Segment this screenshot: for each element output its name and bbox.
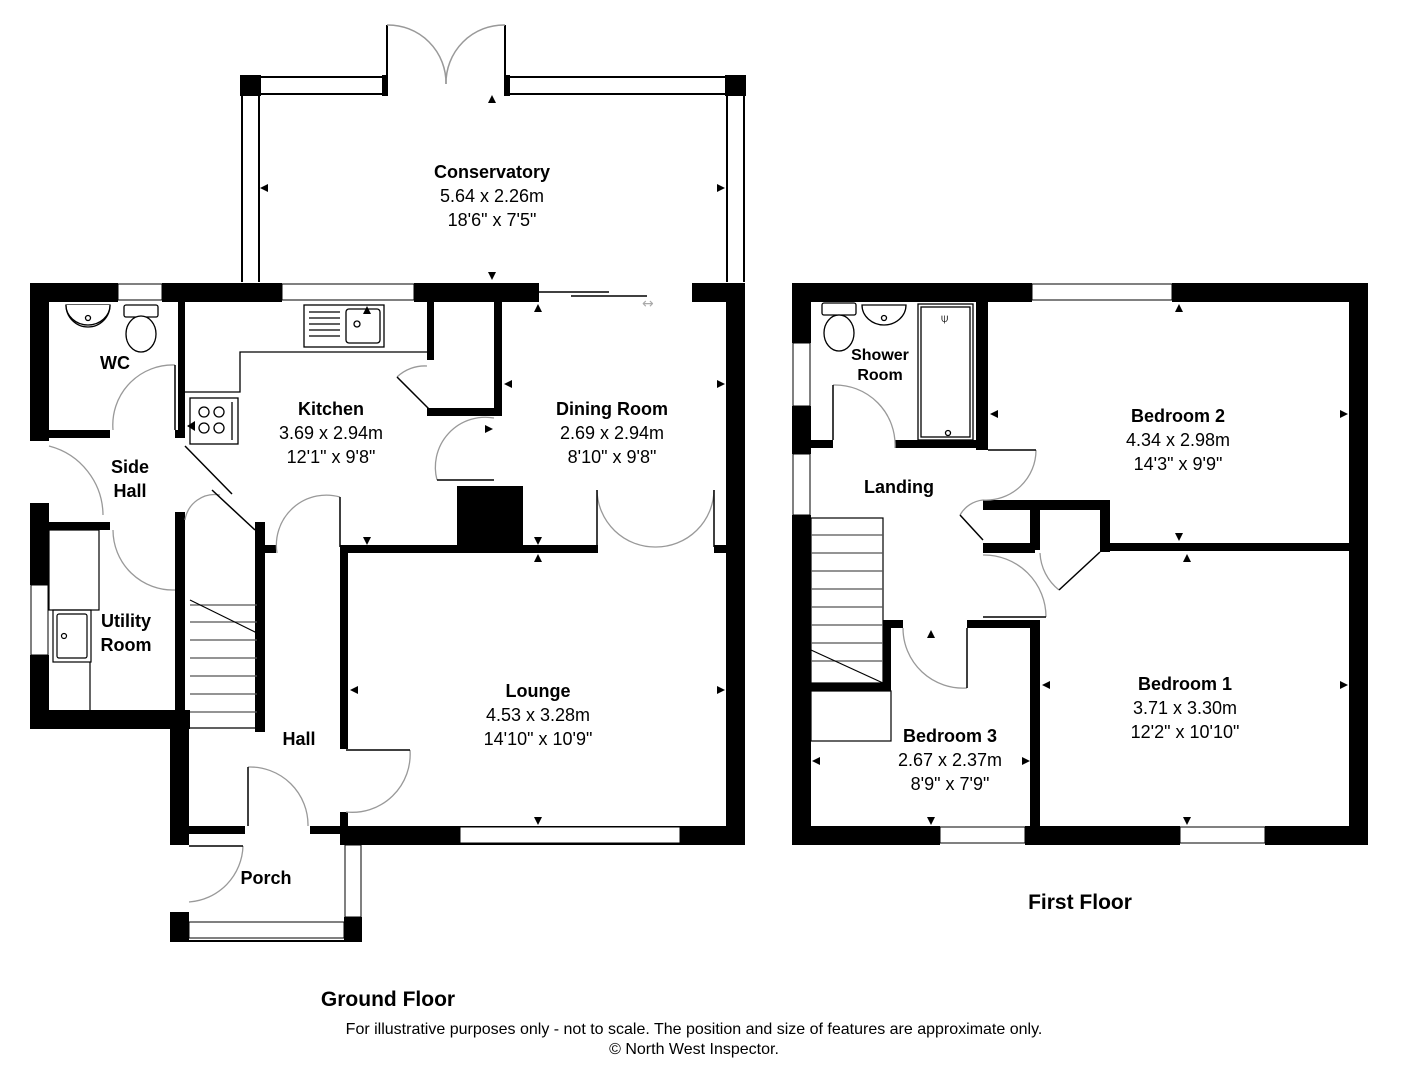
room-label-side-hall: Side Hall	[111, 455, 149, 503]
room-dimensions-imperial: 14'3" x 9'9"	[1133, 454, 1223, 474]
sliding-door-arrow-icon: ↔	[642, 296, 654, 312]
room-name-line2: Hall	[113, 481, 147, 501]
ground-floor-dimension-arrows	[187, 95, 725, 825]
ground-floor-door-arcs	[48, 364, 715, 903]
room-name-line1: Side	[110, 457, 150, 477]
porch-walls	[170, 832, 362, 942]
kitchen-counters	[185, 304, 427, 445]
first-floor-dimension-arrows	[812, 304, 1348, 825]
room-dimensions-imperial: 14'10" x 10'9"	[483, 729, 593, 749]
first-floor-door-arcs	[832, 384, 1060, 689]
ground-floor-plan: ↔	[30, 24, 746, 942]
room-name: Bedroom 3	[902, 726, 998, 746]
room-name: Porch	[240, 868, 292, 888]
room-name: Bedroom 2	[1130, 406, 1226, 426]
wc-fixtures	[65, 304, 159, 353]
room-name-line1: Shower	[851, 347, 909, 364]
room-label-utility-room: Utility Room	[101, 609, 152, 657]
ground-floor-stairs	[189, 599, 258, 729]
disclaimer-text: For illustrative purposes only - not to …	[345, 1021, 1043, 1038]
room-label-shower-room: Shower Room	[851, 346, 909, 386]
room-name-line1: Utility	[100, 611, 151, 631]
room-label-landing: Landing	[864, 475, 934, 499]
room-label-dining-room: Dining Room 2.69 x 2.94m 8'10" x 9'8"	[556, 397, 668, 469]
room-dimensions-metric: 5.64 x 2.26m	[439, 186, 545, 206]
room-name: Conservatory	[433, 162, 551, 182]
room-name: Bedroom 1	[1137, 674, 1233, 694]
room-dimensions-imperial: 12'2" x 10'10"	[1130, 722, 1240, 742]
room-dimensions-imperial: 8'9" x 7'9"	[910, 774, 990, 794]
room-dimensions-imperial: 18'6" x 7'5"	[447, 210, 537, 230]
conservatory-french-doors	[386, 24, 506, 85]
footer: For illustrative purposes only - not to …	[346, 1020, 1043, 1060]
room-dimensions-metric: 2.67 x 2.37m	[897, 750, 1003, 770]
room-name: Landing	[864, 477, 934, 497]
room-dimensions-imperial: 8'10" x 9'8"	[567, 447, 657, 467]
room-label-bedroom-3: Bedroom 3 2.67 x 2.37m 8'9" x 7'9"	[898, 724, 1002, 796]
room-label-porch: Porch	[240, 866, 291, 890]
utility-fixtures	[48, 529, 100, 710]
room-label-bedroom-1: Bedroom 1 3.71 x 3.30m 12'2" x 10'10"	[1131, 672, 1240, 744]
sliding-door	[539, 291, 647, 297]
floor-title-first: First Floor	[1028, 891, 1132, 914]
room-dimensions-imperial: 12'1" x 9'8"	[286, 447, 376, 467]
room-dimensions-metric: 2.69 x 2.94m	[559, 423, 665, 443]
room-name: WC	[100, 353, 130, 373]
shower-head-icon: ⍦	[941, 311, 948, 325]
room-dimensions-metric: 3.71 x 3.30m	[1132, 698, 1238, 718]
room-name-line2: Room	[100, 635, 152, 655]
first-floor-windows	[792, 283, 1266, 844]
first-floor-plan: ⍦	[792, 283, 1368, 845]
copyright-text: © North West Inspector.	[609, 1041, 779, 1058]
room-label-conservatory: Conservatory 5.64 x 2.26m 18'6" x 7'5"	[434, 160, 550, 232]
room-name: Kitchen	[297, 399, 364, 419]
room-label-kitchen: Kitchen 3.69 x 2.94m 12'1" x 9'8"	[279, 397, 383, 469]
room-label-wc: WC	[100, 351, 130, 375]
room-name: Dining Room	[556, 399, 668, 419]
conservatory-walls	[240, 25, 746, 282]
ground-floor-windows	[30, 283, 681, 939]
room-name: Lounge	[505, 681, 571, 701]
ground-floor-door-leaves	[174, 365, 715, 847]
room-dimensions-metric: 4.53 x 3.28m	[485, 705, 591, 725]
room-name: Hall	[282, 729, 316, 749]
first-floor-stairs	[810, 517, 892, 742]
first-floor-walls	[792, 283, 1368, 845]
room-label-hall: Hall	[282, 727, 315, 751]
floor-title-ground: Ground Floor	[320, 988, 456, 1011]
room-label-lounge: Lounge 4.53 x 3.28m 14'10" x 10'9"	[484, 679, 593, 751]
room-name-line2: Room	[857, 367, 903, 384]
ground-floor-walls	[30, 283, 745, 845]
room-label-bedroom-2: Bedroom 2 4.34 x 2.98m 14'3" x 9'9"	[1126, 404, 1230, 476]
shower-room-fixtures	[821, 302, 974, 441]
first-floor-door-leaves	[832, 385, 1101, 688]
room-dimensions-metric: 4.34 x 2.98m	[1125, 430, 1231, 450]
room-dimensions-metric: 3.69 x 2.94m	[278, 423, 384, 443]
